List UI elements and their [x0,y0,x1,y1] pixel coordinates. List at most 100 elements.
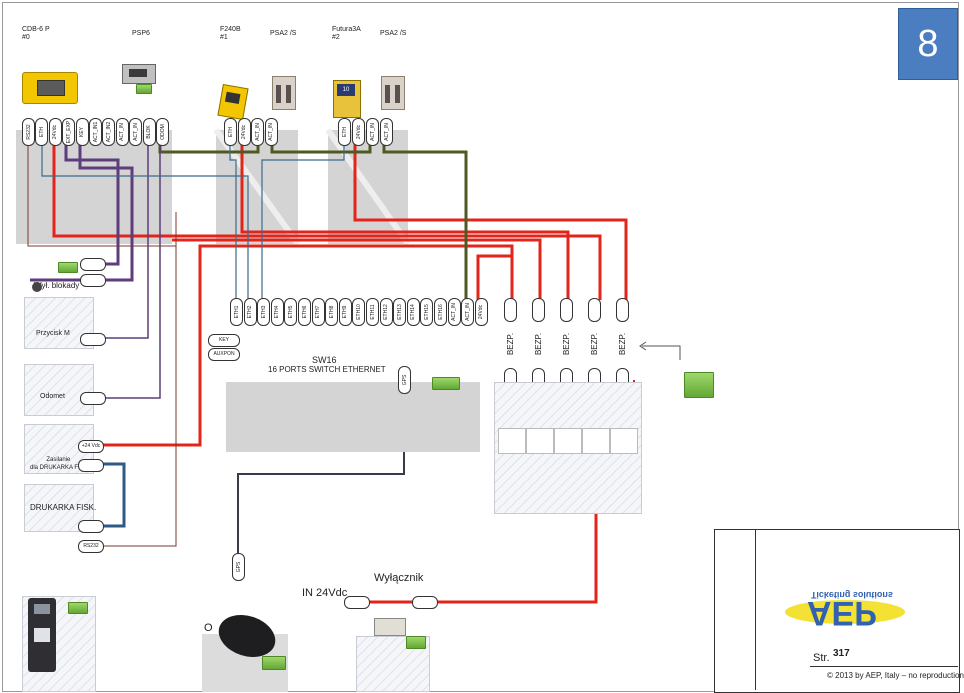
switch-port-9[interactable]: ETH9 [338,298,352,326]
cdb-port-label: KEY [79,126,86,138]
switch-port-label: ACT_IN [464,303,471,321]
gps-connector-bottom[interactable]: GPS [232,553,245,581]
cdb-port-8[interactable]: ACT_IN [115,118,129,146]
fuse-top-1[interactable] [504,298,517,322]
przycisk-connector[interactable] [80,333,106,346]
odometr-label: Odomet [40,393,65,400]
switch-port-label: ETH5 [287,305,294,319]
switch-port-label: ETH6 [301,305,308,319]
switch-port-label: ETH13 [396,304,403,320]
cdb-port-label: ACT_IN [132,123,139,141]
cdb-port-2[interactable]: ETH [35,118,49,146]
fuse-top-5[interactable] [616,298,629,322]
futura-port-1[interactable]: ETH [338,118,351,146]
switch-port-16[interactable]: ETH16 [434,298,447,326]
psa2-2-device-image [381,76,405,110]
cdb-port-3[interactable]: 24Vdc [48,118,62,146]
plus24-connector[interactable]: +24 Vdc [78,440,104,453]
cdb-port-5[interactable]: KEY [75,118,89,146]
switch-port-4[interactable]: ETH4 [270,298,284,326]
fuse-top-2[interactable] [532,298,545,322]
fuse-top-3[interactable] [560,298,573,322]
f240b-port-1[interactable]: ETH [224,118,237,146]
cdb-device-image [22,72,78,104]
switch-port-15[interactable]: ETH15 [420,298,434,326]
aep-logo-subtitle: Ticketing solutions [811,590,893,600]
switch-port-3[interactable]: ETH3 [257,298,271,326]
futura-port-label: ACT_IN [383,123,390,141]
switch-port-label: ETH16 [437,304,444,320]
key-connector[interactable]: KEY [208,334,240,347]
psa2-1-device-image [272,76,296,110]
fuse-label-1: BEZP. [506,332,516,356]
switch-port-19[interactable]: 24Vdc [474,298,488,326]
switch-port-10[interactable]: ETH10 [352,298,366,326]
zasilanie-connector[interactable] [78,459,104,472]
page-number-badge: 8 [898,8,958,80]
cdb-port-1[interactable]: RS232 [22,118,35,146]
blokady-connector-1[interactable] [80,258,106,271]
odometr-connector[interactable] [80,392,106,405]
fuse-label-5: BEZP. [618,332,628,356]
fuse-green-button[interactable] [684,372,714,398]
switch-port-label: ETH1 [233,305,240,319]
switch-port-17[interactable]: ACT_IN [447,298,461,326]
fuse-top-4[interactable] [588,298,601,322]
futura-device-image: 10 [333,80,361,118]
ticket-machine-image [28,598,56,672]
switch-port-18[interactable]: ACT_IN [461,298,475,326]
futura-port-2[interactable]: 24Vdc [352,118,365,146]
fuse-label-3: BEZP. [562,332,572,356]
cdb-port-11[interactable]: ODOM [156,118,169,146]
antenna-green-button[interactable] [262,656,286,670]
futura-port-4[interactable]: ACT_IN [380,118,393,146]
title-block-divider [755,530,756,690]
cdb-port-7[interactable]: ACT_IN2 [102,118,116,146]
switch-port-1[interactable]: ETH1 [230,298,243,326]
psp6-green-button[interactable] [136,84,152,94]
switch-port-8[interactable]: ETH8 [325,298,339,326]
switch-port-2[interactable]: ETH2 [243,298,257,326]
switch-port-label: ETH3 [260,305,267,319]
wylacznik-label: Wyłącznik [374,572,424,584]
switch-port-12[interactable]: ETH12 [379,298,393,326]
blokady-green-button[interactable] [58,262,78,273]
switch-port-13[interactable]: ETH13 [393,298,407,326]
switch-port-label: ETH14 [410,304,417,320]
psp6-device-image [122,64,156,84]
auxpon-connector[interactable]: AUXPON [208,348,240,361]
cdb-port-10[interactable]: BLOK [142,118,156,146]
switch-green-button[interactable] [432,377,460,390]
wylacznik-connector[interactable] [412,596,438,609]
in24-connector[interactable] [344,596,370,609]
switch-port-14[interactable]: ETH14 [406,298,420,326]
fuse-cell-3 [554,428,582,454]
futura-port-label: 24Vdc [355,124,362,140]
switch-port-5[interactable]: ETH5 [284,298,298,326]
futura-port-3[interactable]: ACT_IN [366,118,379,146]
cdb-port-6[interactable]: ACT_IN1 [89,118,102,146]
f240b-port-4[interactable]: ACT_IN [264,118,278,146]
device-f240b-label: F240B #1 [220,26,241,41]
ticket-green-button[interactable] [68,602,88,614]
cdb-port-4[interactable]: EXT_EXP [62,118,76,146]
drukarka-connector[interactable] [78,520,104,533]
switch-port-11[interactable]: ETH11 [366,298,379,326]
f240b-port-3[interactable]: ACT_IN [251,118,264,146]
switch-port-label: ETH9 [342,305,349,319]
switch-port-7[interactable]: ETH7 [311,298,325,326]
switch-port-6[interactable]: ETH6 [298,298,311,326]
cdb-port-label: BLOK [146,125,153,139]
page-str-label: Str. [813,652,830,664]
cdb-port-label: ACT_IN2 [105,121,112,143]
switch-device-green-button[interactable] [406,636,426,649]
rs232-connector[interactable]: RS232 [78,540,104,553]
przycisk-label: Przycisk M [36,330,70,337]
cdb-port-9[interactable]: ACT_IN [129,118,143,146]
cdb-port-label: ACT_IN [119,123,126,141]
blokady-connector-2[interactable] [80,274,106,287]
gps-connector[interactable]: GPS [398,366,411,394]
f240b-port-2[interactable]: 24Vdc [237,118,251,146]
blokady-knob-icon [32,282,42,292]
